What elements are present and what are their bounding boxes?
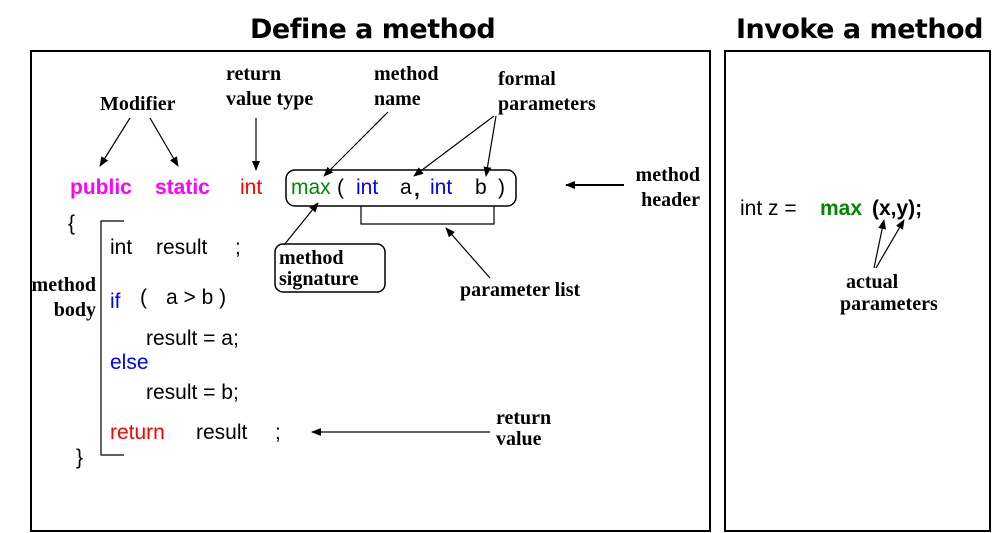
define-method-title: Define a method	[250, 14, 496, 45]
label-method-name: method name	[374, 62, 438, 112]
method-name-max: max	[291, 176, 331, 199]
label-parameter-list: parameter list	[460, 279, 581, 301]
decl-semicolon: ;	[235, 236, 241, 259]
keyword-if: if	[110, 290, 121, 313]
open-brace: {	[68, 212, 76, 235]
param-b-name: b	[475, 176, 487, 199]
label-return-value-type: return value type	[226, 62, 313, 112]
modifier-public: public	[70, 176, 132, 199]
close-brace: }	[76, 446, 84, 469]
keyword-else: else	[110, 351, 149, 374]
label-formal-parameters: formal parameters	[498, 67, 596, 117]
invoke-method-panel	[724, 50, 991, 532]
header-close-paren: )	[498, 176, 505, 199]
label-formal-parameters-line1: formal	[498, 68, 556, 90]
return-result: result	[196, 421, 248, 444]
label-method-signature: method signature	[279, 248, 359, 290]
header-open-paren: (	[337, 176, 344, 199]
label-return-value-line2: value	[496, 428, 542, 450]
label-return-value-type-line2: value type	[226, 88, 314, 110]
method-signature-box	[274, 243, 386, 293]
label-modifier: Modifier	[100, 93, 176, 115]
return-type-int: int	[240, 176, 263, 199]
label-return-value-line1: return	[496, 407, 552, 429]
return-semicolon: ;	[275, 421, 281, 444]
if-condition: a > b )	[166, 286, 227, 309]
define-method-panel	[30, 50, 711, 532]
label-method-header-line1: method	[635, 164, 700, 186]
label-method-name-line1: method	[374, 63, 439, 85]
method-header-box	[285, 169, 517, 207]
label-formal-parameters-line2: parameters	[498, 93, 596, 115]
label-method-header-line2: header	[641, 189, 700, 211]
invoke-arguments: (x,y);	[872, 197, 923, 220]
label-return-value-type-line1: return	[226, 63, 282, 85]
decl-int: int	[110, 236, 133, 259]
label-method-body: method body	[8, 273, 96, 323]
label-actual-parameters-line2: parameters	[840, 293, 938, 315]
label-return-value: return value	[496, 408, 551, 450]
param-a-name: a	[400, 176, 412, 199]
assign-result-b: result = b;	[146, 381, 239, 404]
param-comma: ,	[414, 178, 420, 201]
invoke-prefix: int z =	[740, 197, 797, 220]
label-method-body-line1: method	[31, 274, 96, 296]
modifier-static: static	[155, 176, 210, 199]
label-method-name-line2: name	[374, 88, 421, 110]
label-method-body-line2: body	[53, 299, 96, 321]
param-a-type: int	[356, 176, 379, 199]
decl-result: result	[156, 236, 208, 259]
invoke-method-name: max	[820, 197, 863, 220]
invoke-method-title: Invoke a method	[736, 14, 983, 45]
assign-result-a: result = a;	[146, 327, 239, 350]
param-b-type: int	[430, 176, 453, 199]
label-method-signature-line2: signature	[279, 268, 359, 290]
label-method-signature-line1: method	[279, 247, 344, 269]
if-open-paren: (	[140, 286, 147, 309]
keyword-return: return	[110, 421, 165, 444]
label-actual-parameters-line1: actual	[846, 271, 899, 293]
label-actual-parameters: actual parameters	[840, 271, 938, 315]
label-method-header: method header	[612, 163, 700, 213]
